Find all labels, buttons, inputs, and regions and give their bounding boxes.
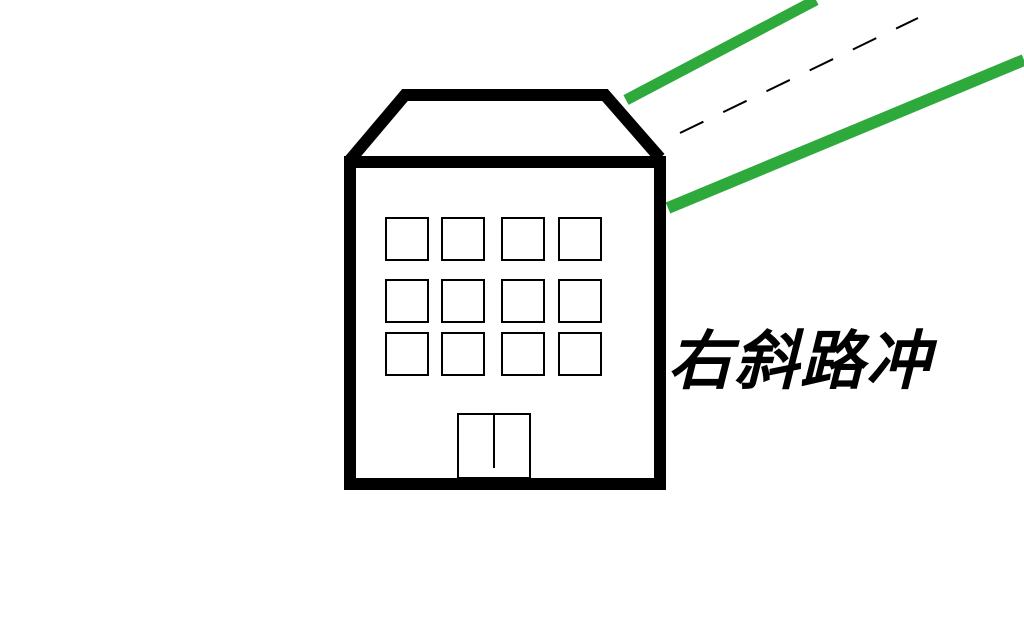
road-upper-edge [623,0,819,105]
caption-label: 右斜路冲 [668,324,932,399]
window [501,217,545,261]
road-lower-edge [665,54,1024,214]
window [558,217,602,261]
window [558,279,602,323]
window [385,279,429,323]
window [441,217,485,261]
window [501,279,545,323]
window [501,332,545,376]
building [344,89,666,490]
window [441,279,485,323]
road [623,0,1024,214]
window [558,332,602,376]
window-grid [385,217,602,376]
window [441,332,485,376]
window [385,332,429,376]
building-roof [345,89,665,164]
building-door [457,413,531,479]
window [385,217,429,261]
